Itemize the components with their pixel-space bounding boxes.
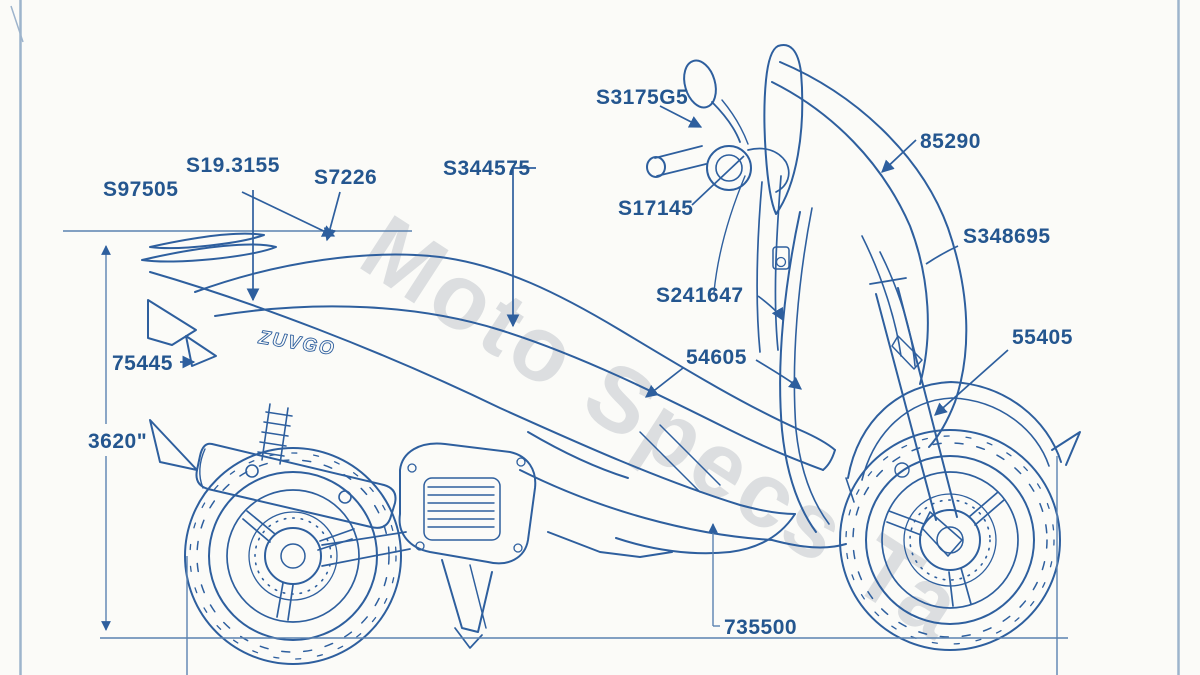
label-55405: 55405	[1012, 326, 1073, 349]
engine-cover	[398, 442, 537, 565]
label-s97505: S97505	[103, 178, 178, 201]
label-75445: 75445	[112, 352, 173, 375]
label-3620in: 3620"	[88, 430, 147, 453]
label-s344575: S344575	[443, 157, 531, 180]
label-735500: 735500	[724, 616, 797, 639]
leader-lines	[180, 105, 1009, 416]
label-s17145: S17145	[618, 197, 693, 220]
center-stand	[441, 559, 493, 649]
part-labels: S97505 S19.3155 S7226 S344575 S3175G5 S1…	[88, 86, 1073, 639]
windshield	[763, 44, 804, 215]
muffler	[195, 442, 397, 529]
label-s241647: S241647	[656, 284, 744, 307]
front-fender	[845, 381, 1081, 503]
frame-border	[10, 0, 1180, 675]
label-54605: 54605	[686, 346, 747, 369]
label-85290: 85290	[920, 130, 981, 153]
scooter-line-art: ZUVGO	[141, 44, 1081, 665]
label-s348695: S348695	[963, 225, 1051, 248]
label-s3175g5: S3175G5	[596, 86, 688, 109]
front-wheel	[839, 429, 1061, 651]
tail-light	[185, 335, 217, 367]
dimension-lines	[63, 230, 1068, 675]
label-s193155: S19.3155	[186, 154, 280, 177]
front-fairing	[771, 61, 968, 533]
handlebar-mirror	[646, 59, 790, 193]
ignition-lock	[772, 246, 790, 270]
label-s7226: S7226	[314, 166, 377, 189]
